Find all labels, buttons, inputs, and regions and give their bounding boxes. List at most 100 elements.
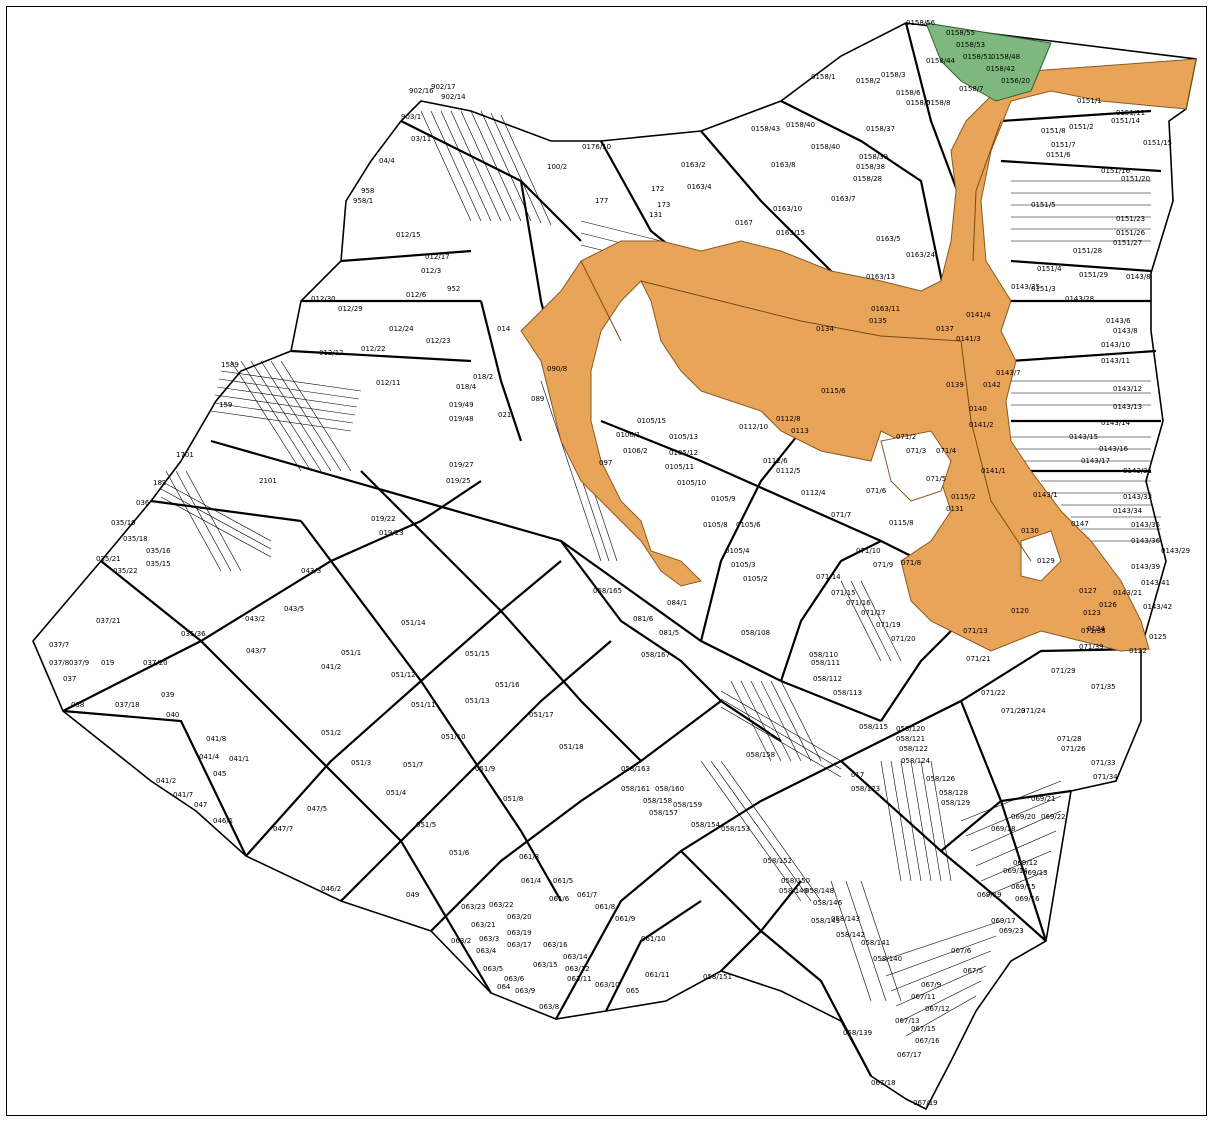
parcel-label[interactable]: 0105/13: [669, 433, 698, 441]
parcel-label[interactable]: 058/159: [673, 801, 702, 809]
parcel-label[interactable]: 0143/13: [1113, 403, 1142, 411]
parcel-label[interactable]: 051/15: [465, 650, 490, 658]
parcel-label[interactable]: 0137: [936, 325, 954, 333]
parcel-label[interactable]: 1701: [176, 451, 194, 459]
parcel-label[interactable]: 071/13: [963, 627, 988, 635]
parcel-label[interactable]: 036: [136, 499, 150, 507]
parcel-label[interactable]: 090/8: [547, 365, 567, 373]
parcel-label[interactable]: 0141/4: [966, 311, 991, 319]
parcel-label[interactable]: 0143/8: [1113, 327, 1138, 335]
parcel-label[interactable]: 058/141: [861, 939, 890, 947]
parcel-label[interactable]: 035/18: [123, 535, 148, 543]
parcel-label[interactable]: 069/16: [1015, 895, 1040, 903]
parcel-label[interactable]: 019/27: [449, 461, 474, 469]
parcel-label[interactable]: 071/29: [1051, 667, 1076, 675]
parcel-label[interactable]: 071/10: [856, 547, 881, 555]
parcel-label[interactable]: 047/7: [273, 825, 293, 833]
parcel-label[interactable]: 069/18: [991, 825, 1016, 833]
parcel-label[interactable]: 0151/3: [1031, 285, 1056, 293]
parcel-label[interactable]: 0163/24: [906, 251, 936, 259]
parcel-label[interactable]: 067/12: [925, 1005, 950, 1013]
parcel-label[interactable]: 063/2: [451, 937, 471, 945]
parcel-label[interactable]: 0123: [1083, 609, 1101, 617]
parcel-label[interactable]: 058/124: [901, 757, 931, 765]
parcel-label[interactable]: 051/4: [386, 789, 407, 797]
parcel-label[interactable]: 0158/55: [946, 29, 975, 37]
parcel-label[interactable]: 063/20: [507, 913, 532, 921]
parcel-label[interactable]: 061/7: [577, 891, 597, 899]
parcel-label[interactable]: 0140: [969, 405, 987, 413]
parcel-label[interactable]: 058/160: [655, 785, 684, 793]
parcel-label[interactable]: 071/3: [906, 447, 926, 455]
parcel-label[interactable]: 0158/2: [856, 77, 881, 85]
parcel-label[interactable]: 071/5: [926, 475, 946, 483]
parcel-label[interactable]: 0151/8: [1041, 127, 1066, 135]
parcel-label[interactable]: 182: [153, 479, 166, 487]
parcel-label[interactable]: 041/2: [321, 663, 341, 671]
parcel-label[interactable]: 012/11: [376, 379, 401, 387]
parcel-label[interactable]: 058/122: [899, 745, 928, 753]
parcel-label[interactable]: 0124: [1087, 625, 1105, 633]
parcel-label[interactable]: 0151/16: [1101, 167, 1131, 175]
parcel-label[interactable]: 019/48: [449, 415, 474, 423]
parcel-label[interactable]: 063/15: [533, 961, 558, 969]
parcel-label[interactable]: 0112/6: [763, 457, 788, 465]
parcel-label[interactable]: 071/28: [1057, 735, 1082, 743]
parcel-label[interactable]: 051/14: [401, 619, 426, 627]
parcel-label[interactable]: 958/1: [353, 197, 373, 205]
parcel-label[interactable]: 069/12: [1013, 859, 1038, 867]
parcel-label[interactable]: 037: [63, 675, 76, 683]
parcel-label[interactable]: 0151/14: [1111, 117, 1141, 125]
parcel-label[interactable]: 041/8: [206, 735, 226, 743]
parcel-label[interactable]: 0122: [1129, 647, 1147, 655]
parcel-label[interactable]: 071/7: [831, 511, 851, 519]
parcel-label[interactable]: 067/13: [895, 1017, 920, 1025]
parcel-label[interactable]: 081/6: [633, 615, 654, 623]
parcel-label[interactable]: 0163/8: [771, 161, 796, 169]
parcel-label[interactable]: 177: [595, 197, 608, 205]
parcel-label[interactable]: 081/5: [659, 629, 679, 637]
parcel-label[interactable]: 067/16: [915, 1037, 940, 1045]
parcel-label[interactable]: 0158/5: [906, 99, 931, 107]
parcel-label[interactable]: 0105/3: [731, 561, 756, 569]
parcel-label[interactable]: 0129: [1037, 557, 1055, 565]
parcel-label[interactable]: 058/123: [851, 785, 880, 793]
parcel-label[interactable]: 063/6: [504, 975, 525, 983]
parcel-label[interactable]: 0143/12: [1113, 385, 1142, 393]
parcel-label[interactable]: 0143/31: [1123, 467, 1152, 475]
parcel-label[interactable]: 038: [71, 701, 84, 709]
parcel-label[interactable]: 0130: [1021, 527, 1039, 535]
parcel-label[interactable]: 0143/25: [1011, 283, 1040, 291]
parcel-label[interactable]: 058/139: [843, 1029, 872, 1037]
parcel-label[interactable]: 0158/44: [926, 57, 956, 65]
parcel-label[interactable]: 061/10: [641, 935, 666, 943]
parcel-label[interactable]: 902/14: [441, 93, 466, 101]
parcel-label[interactable]: 0158/53: [956, 41, 985, 49]
parcel-label[interactable]: 0143/21: [1113, 589, 1142, 597]
parcel-label[interactable]: 063/23: [461, 903, 486, 911]
parcel-label[interactable]: 0163/15: [776, 229, 805, 237]
parcel-label[interactable]: 0143/11: [1101, 357, 1130, 365]
parcel-label[interactable]: 071/23: [1001, 707, 1026, 715]
parcel-label[interactable]: 051/3: [351, 759, 371, 767]
parcel-label[interactable]: 0112/5: [776, 467, 801, 475]
parcel-label[interactable]: 0142: [983, 381, 1001, 389]
parcel-label[interactable]: 0151/6: [1046, 151, 1071, 159]
parcel-label[interactable]: 0115/2: [951, 493, 976, 501]
parcel-label[interactable]: 039: [161, 691, 174, 699]
parcel-label[interactable]: 0105/2: [743, 575, 768, 583]
parcel-label[interactable]: 058/121: [896, 735, 925, 743]
parcel-label[interactable]: 071/8: [901, 559, 921, 567]
parcel-label[interactable]: 058/143: [831, 915, 860, 923]
parcel-label[interactable]: 0143/41: [1141, 579, 1170, 587]
parcel-label[interactable]: 0105/15: [637, 417, 666, 425]
parcel-label[interactable]: 071/24: [1021, 707, 1046, 715]
parcel-label[interactable]: 063/4: [476, 947, 497, 955]
parcel-label[interactable]: 012/23: [426, 337, 451, 345]
parcel-label[interactable]: 067/18: [871, 1079, 896, 1087]
parcel-label[interactable]: 0158/1: [811, 73, 836, 81]
parcel-label[interactable]: 018/4: [456, 383, 477, 391]
parcel-label[interactable]: 0134: [816, 325, 834, 333]
parcel-label[interactable]: 012/29: [338, 305, 363, 313]
parcel-label[interactable]: 0147: [1071, 520, 1089, 528]
